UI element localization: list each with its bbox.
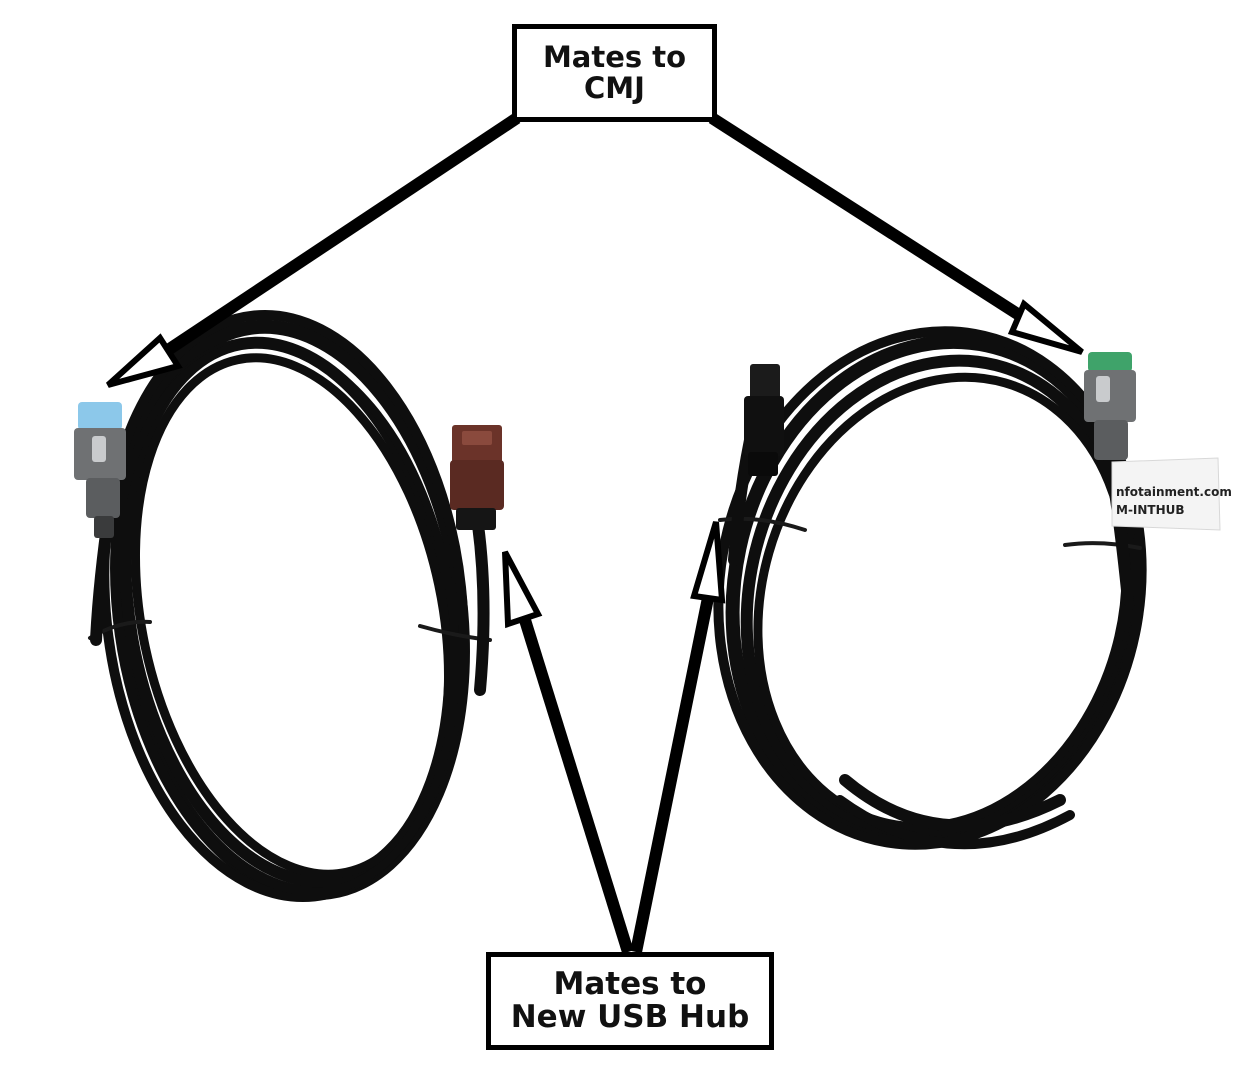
cable-label-tag: nfotainment.com M-INTHUB [1111,457,1232,531]
callout-mates-to-usb-hub: Mates to New USB Hub [486,952,774,1050]
brown-power-connector [450,425,504,530]
callout-mates-to-cmj: Mates to CMJ [512,24,717,122]
arrowhead-left-bottom [502,550,543,629]
arrowhead-right-bottom [690,521,726,604]
callout-top-line2: CMJ [584,71,645,105]
arrows-top [164,112,1034,355]
left-cable-coil [88,310,492,902]
green-usb-connector [1084,352,1136,460]
cable-label-line2: M-INTHUB [1116,503,1185,517]
callout-top-line1: Mates to [542,39,687,74]
blue-usb-connector [74,402,126,538]
callout-bottom-line1: Mates to [553,965,707,1002]
black-power-connector [744,364,784,476]
arrows-bottom [519,596,714,954]
cable-label-line1: nfotainment.com [1116,485,1232,499]
callout-bottom-line2: New USB Hub [510,999,750,1035]
arrowhead-left-top [105,333,183,388]
arrowhead-right-top [1007,299,1084,355]
